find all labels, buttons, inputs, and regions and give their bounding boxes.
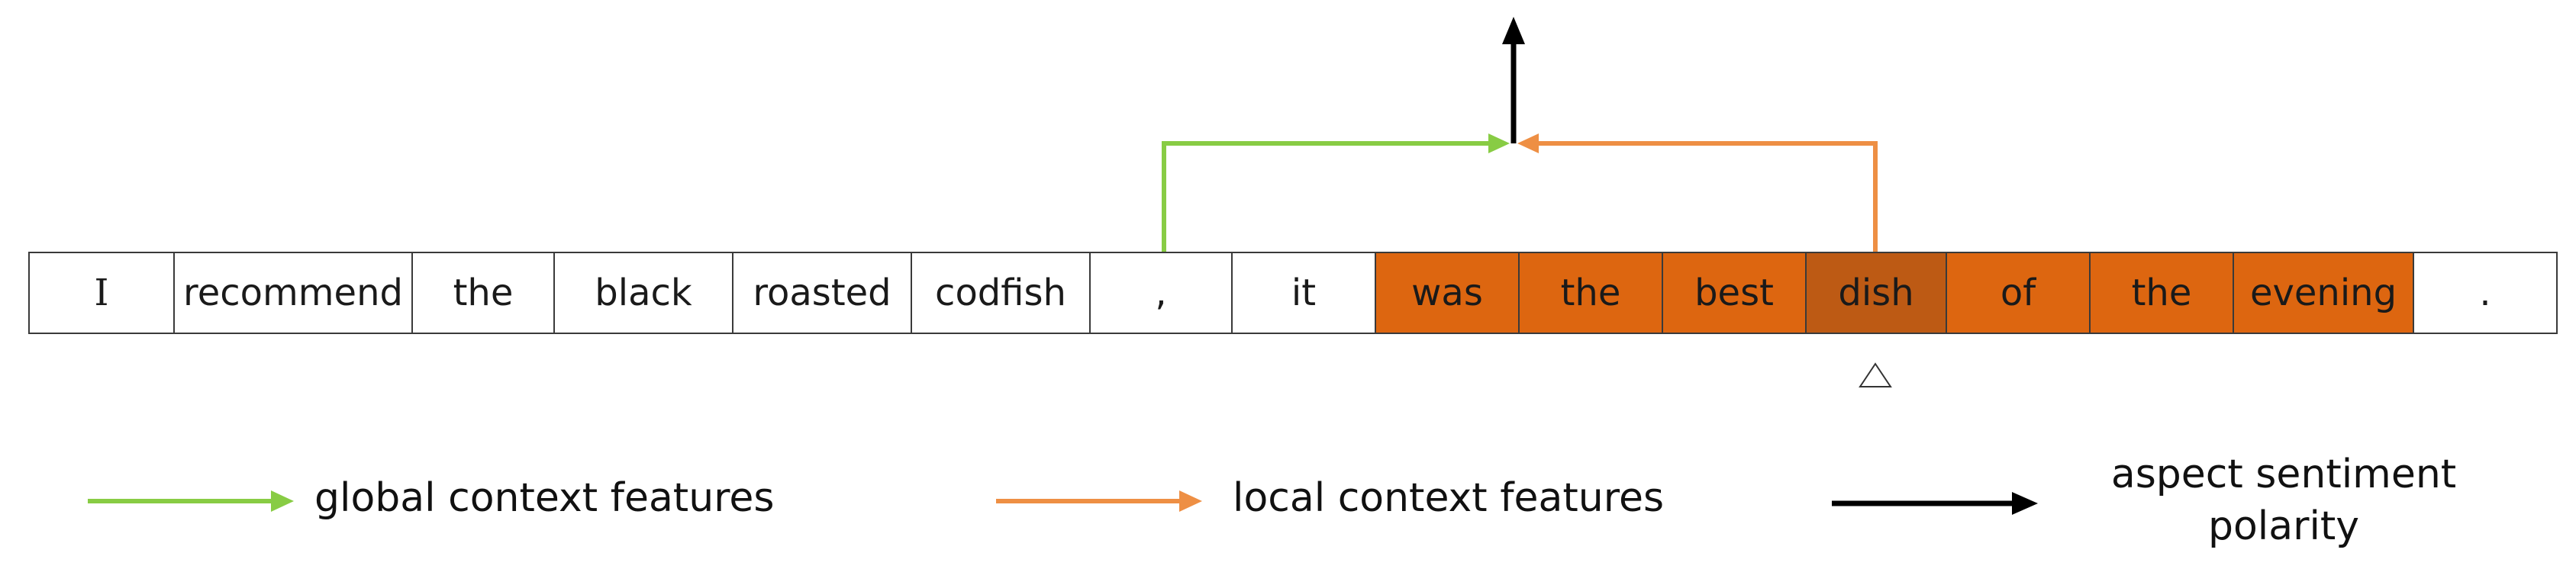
token-10: best	[1662, 252, 1807, 334]
legend-polarity-line2: polarity	[2207, 503, 2360, 549]
legend-local-label: local context features	[1233, 475, 1665, 521]
token-1: recommend	[173, 252, 413, 334]
local-context-arrowhead	[1517, 133, 1539, 153]
token-14: evening	[2233, 252, 2414, 334]
token-7: it	[1231, 252, 1376, 334]
legend-local-arrowhead	[1179, 490, 1202, 512]
token-3: black	[553, 252, 733, 334]
token-2: the	[411, 252, 555, 334]
token-9: the	[1518, 252, 1663, 334]
token-13: the	[2089, 252, 2234, 334]
token-15: .	[2413, 252, 2558, 334]
legend-global-arrowhead	[271, 490, 294, 512]
token-5: codfish	[911, 252, 1091, 334]
token-12: of	[1946, 252, 2091, 334]
global-context-arrowhead	[1488, 133, 1510, 153]
legend-polarity-line1: aspect sentiment	[2110, 452, 2457, 497]
legend-global-label: global context features	[314, 475, 775, 521]
aspect-marker-icon	[1859, 362, 1892, 387]
legend-polarity-label: aspect sentiment polarity	[2100, 448, 2467, 552]
token-0: I	[28, 252, 175, 334]
global-context-arrow	[1162, 141, 1492, 252]
legend-polarity-arrowhead	[2012, 492, 2038, 515]
token-8: was	[1375, 252, 1520, 334]
token-11: dish	[1805, 252, 1947, 334]
local-context-arrow	[1533, 141, 1878, 252]
token-4: roasted	[732, 252, 912, 334]
token-6: ,	[1089, 252, 1233, 334]
polarity-output-arrowhead	[1502, 17, 1525, 44]
